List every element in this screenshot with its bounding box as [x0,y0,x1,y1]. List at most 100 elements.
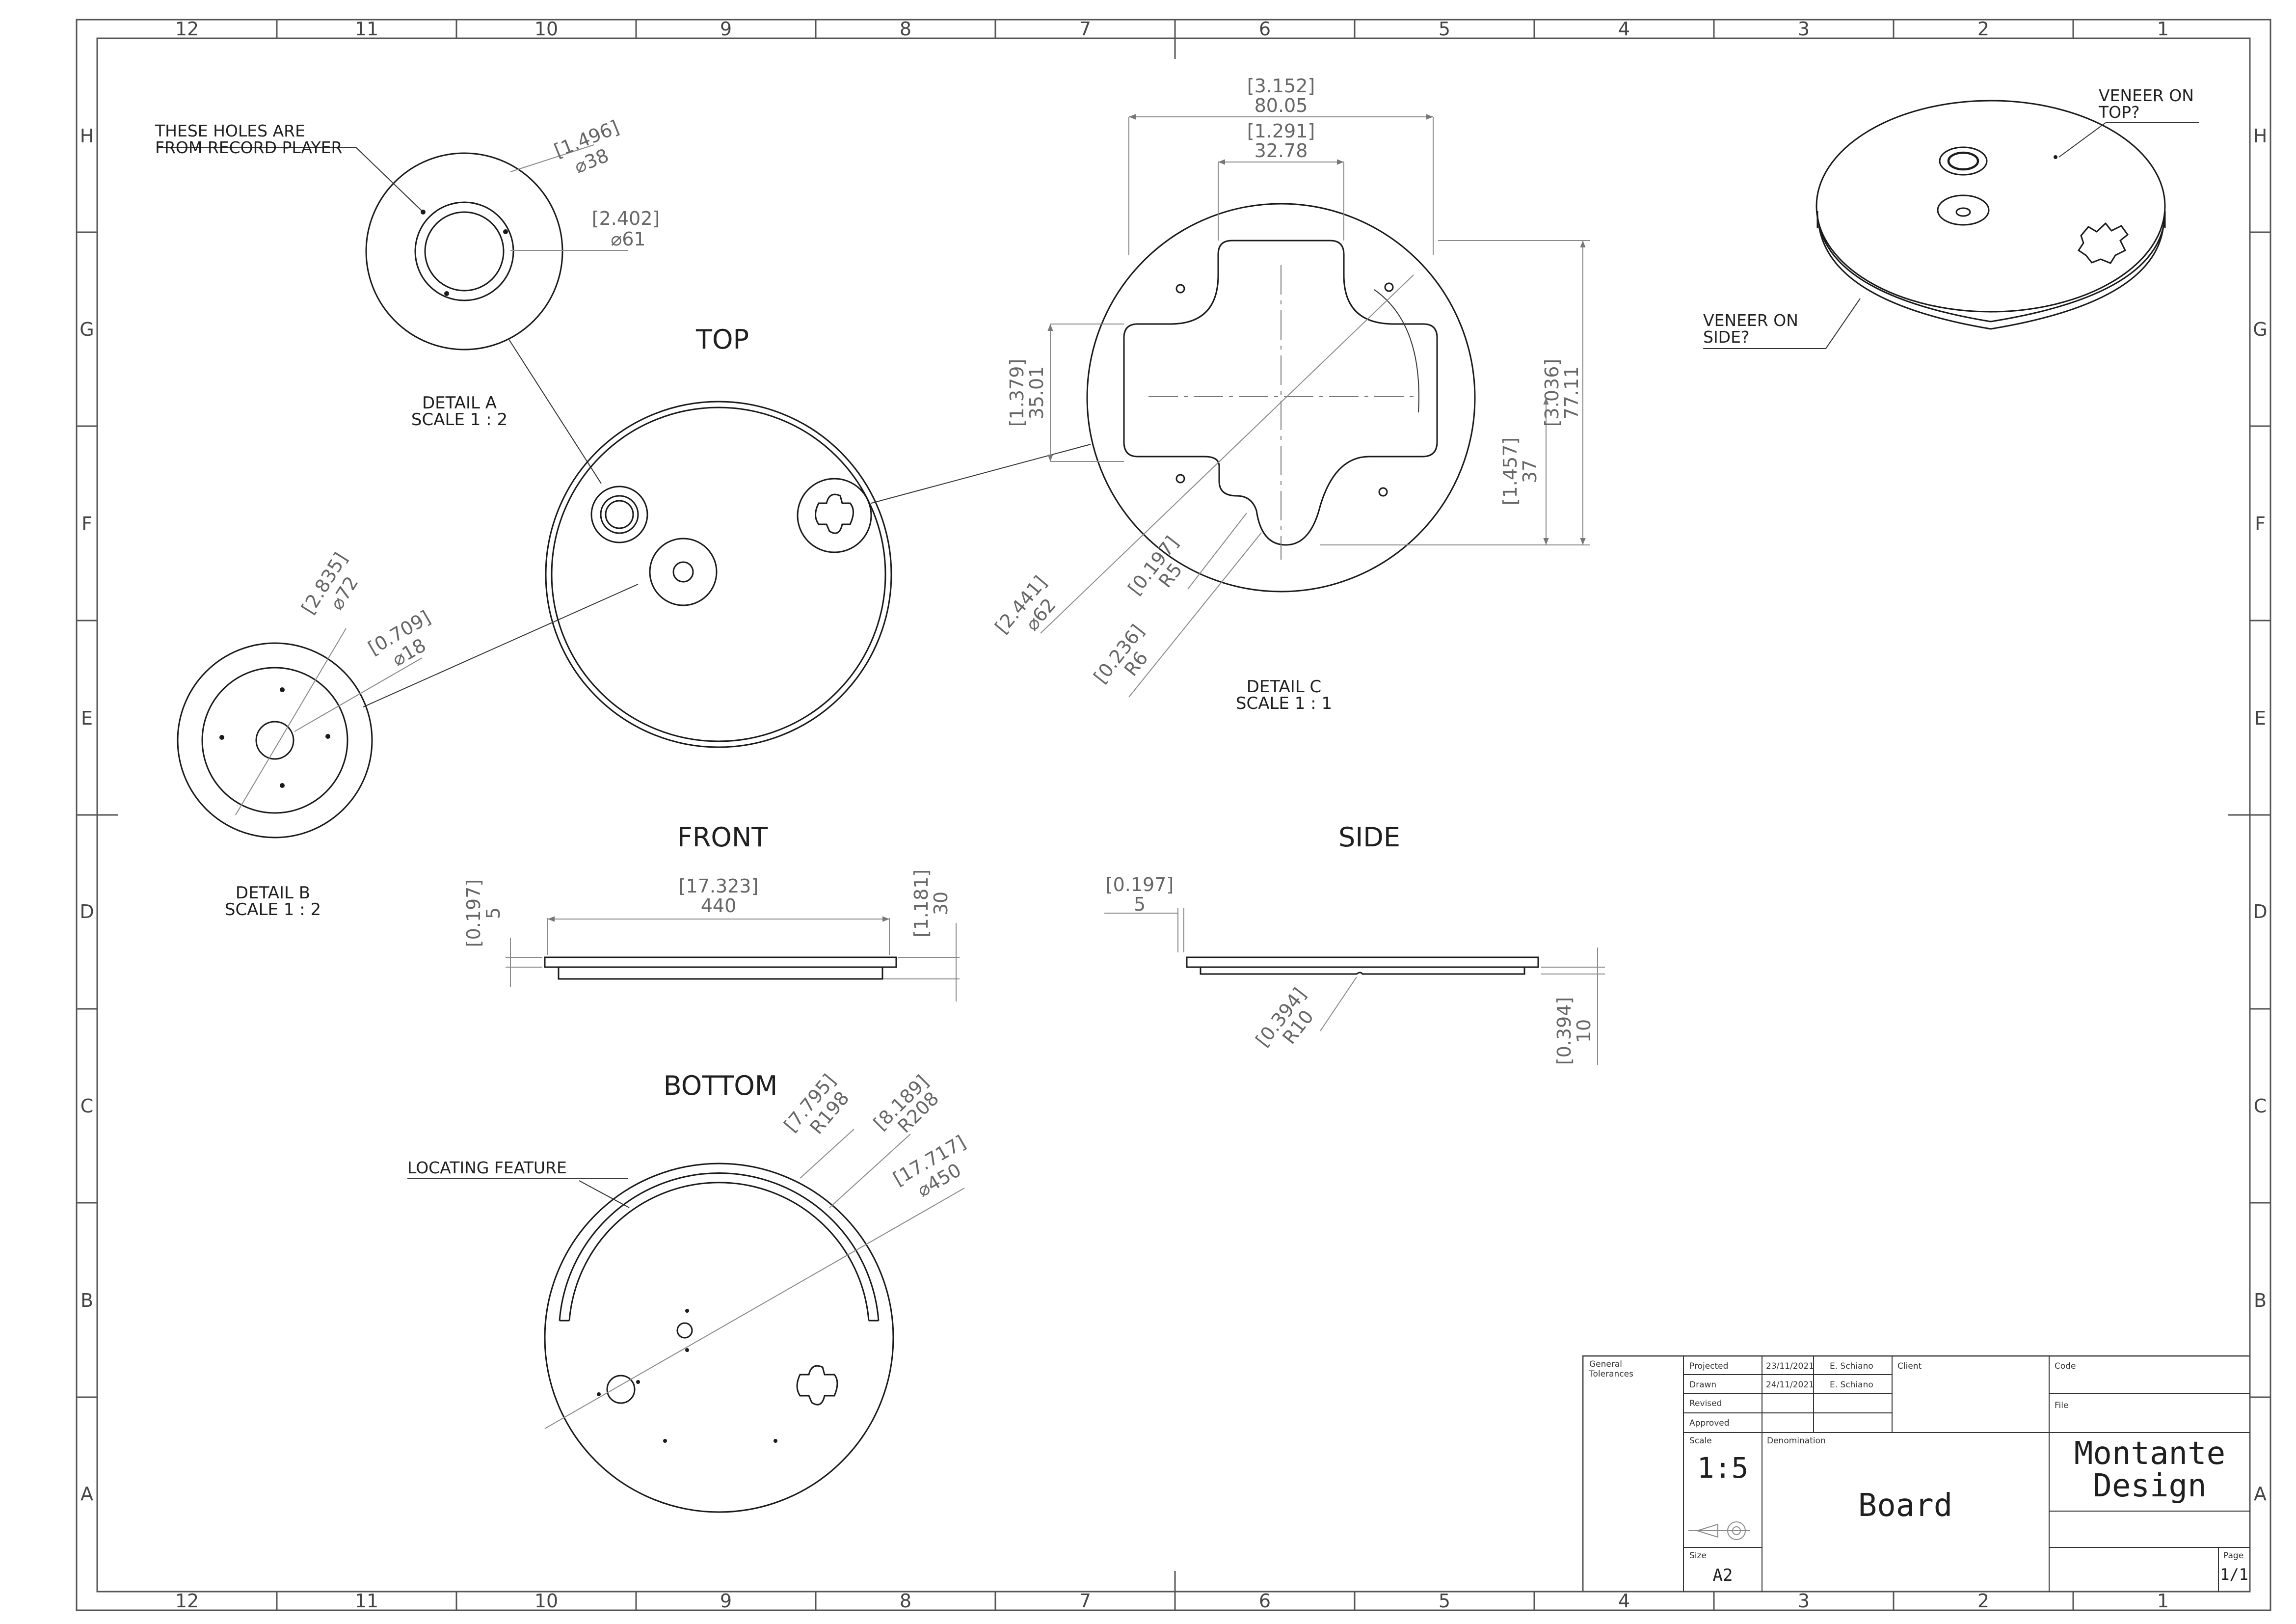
zone-col-3: 3 [1798,18,1810,40]
tb-revised-label: Revised [1689,1399,1722,1408]
view-title-bottom: BOTTOM [664,1070,778,1101]
detail-b-label: DETAIL B [236,883,310,903]
zone-col-5-bottom: 5 [1439,1590,1450,1612]
zone-row-e: E [81,707,93,729]
detail-b-scale: SCALE 1 : 2 [225,900,321,920]
zone-row-d-right: D [2253,901,2267,922]
zone-row-g-right: G [2253,319,2267,340]
zone-row-c: C [80,1095,94,1117]
dim-f-30: 30 [930,892,952,915]
view-title-side: SIDE [1338,822,1400,853]
sheet-frame [76,19,2271,1611]
zone-col-1-bottom: 1 [2157,1590,2169,1612]
title-block [1582,1355,2251,1593]
zone-col-7-bottom: 7 [1079,1590,1091,1612]
zone-row-d: D [80,901,94,922]
zone-col-1: 1 [2157,18,2169,40]
zone-row-h-right: H [2253,125,2268,147]
dim-c-35: 35.01 [1026,366,1047,420]
dim-s-10-inch: [0.394] [1553,997,1575,1065]
tb-projected-label: Projected [1689,1361,1728,1371]
zone-row-b-right: B [2254,1290,2267,1311]
tb-projected-by: E. Schiano [1830,1361,1873,1371]
zone-col-2: 2 [1977,18,1989,40]
dim-c-77-inch: [3.036] [1541,359,1563,427]
zone-col-9-bottom: 9 [720,1590,732,1612]
detail-a-view [157,144,628,484]
tb-drawn-by: E. Schiano [1830,1380,1873,1390]
zone-col-12-bottom: 12 [175,1590,199,1612]
zone-row-e-right: E [2254,707,2266,729]
dim-f-5: 5 [482,907,504,919]
tb-client-label: Client [1897,1361,1922,1371]
dim-c-80-inch: [3.152] [1247,75,1315,97]
zone-col-10: 10 [534,18,558,40]
dim-c-77: 77.11 [1561,366,1582,420]
zone-col-12: 12 [175,18,199,40]
zone-col-11: 11 [355,18,378,40]
tb-company-line1: Montante [2074,1435,2225,1472]
zone-col-8-bottom: 8 [900,1590,911,1612]
dim-f-30-inch: [1.181] [910,869,932,937]
detail-c-view [1040,114,1590,698]
zone-row-f: F [81,513,92,535]
tb-general-tolerances-1: General [1589,1359,1622,1369]
detail-c-label: DETAIL C [1247,677,1322,697]
zone-col-5: 5 [1439,18,1450,40]
zone-col-8: 8 [900,18,911,40]
tb-drawn-label: Drawn [1689,1380,1716,1390]
dim-c-37: 37 [1519,460,1541,483]
view-title-top: TOP [695,324,749,355]
dim-a-61-inch: [2.402] [592,208,660,229]
zone-row-g: G [80,319,94,340]
zone-col-7: 7 [1079,18,1091,40]
tb-company-line2: Design [2093,1468,2206,1504]
detail-a-label: DETAIL A [422,393,497,413]
tb-file-label: File [2055,1401,2068,1410]
tb-drawn-date: 24/11/2021 [1766,1380,1814,1390]
zone-col-4-bottom: 4 [1618,1590,1630,1612]
view-title-front: FRONT [677,822,768,853]
zone-col-2-bottom: 2 [1977,1590,1989,1612]
tb-code-label: Code [2055,1361,2076,1371]
note-veneer-top-line1: VENEER ON [2099,86,2194,105]
tb-general-tolerances-2: Tolerances [1589,1369,1633,1379]
detail-a-scale: SCALE 1 : 2 [411,410,507,430]
zone-row-h: H [80,125,94,147]
tb-scale-label: Scale [1689,1436,1712,1446]
zone-col-10-bottom: 10 [534,1590,558,1612]
zone-row-a: A [80,1483,93,1505]
zone-row-a-right: A [2254,1483,2267,1505]
tb-size-label: Size [1689,1551,1707,1561]
dim-s-5-inch: [0.197] [1106,874,1174,895]
dim-c-32-inch: [1.291] [1247,120,1315,142]
dim-c-37-inch: [1.457] [1499,437,1521,505]
front-view [506,916,960,1001]
zone-col-4: 4 [1618,18,1630,40]
tb-projected-date: 23/11/2021 [1766,1361,1814,1371]
detail-c-scale: SCALE 1 : 1 [1236,694,1332,713]
tb-approved-label: Approved [1689,1418,1730,1428]
tb-page-label: Page [2223,1551,2243,1561]
zone-row-f-right: F [2255,513,2266,535]
note-locating-feature: LOCATING FEATURE [407,1158,567,1177]
zone-col-6: 6 [1259,18,1271,40]
tb-size-value: A2 [1713,1566,1733,1585]
dim-c-80: 80.05 [1255,95,1308,116]
zone-row-c-right: C [2254,1095,2267,1117]
dim-a-61: ⌀61 [611,228,645,250]
zone-col-11-bottom: 11 [355,1590,378,1612]
bottom-view [407,1129,965,1513]
zone-col-6-bottom: 6 [1259,1590,1271,1612]
tb-scale-value: 1:5 [1697,1451,1749,1485]
tb-page-value: 1/1 [2220,1565,2248,1584]
note-veneer-top-line2: TOP? [2098,103,2140,122]
note-holes-line1: THESE HOLES ARE [155,121,305,140]
zone-labels: 12 11 10 9 8 7 6 5 4 3 2 1 12 11 10 9 8 … [80,18,2267,1612]
dim-s-5: 5 [1134,893,1146,915]
top-view [363,401,1091,748]
dim-c-35-inch: [1.379] [1006,359,1028,427]
note-veneer-side-line2: SIDE? [1703,327,1749,347]
tb-denomination: Board [1858,1488,1953,1524]
